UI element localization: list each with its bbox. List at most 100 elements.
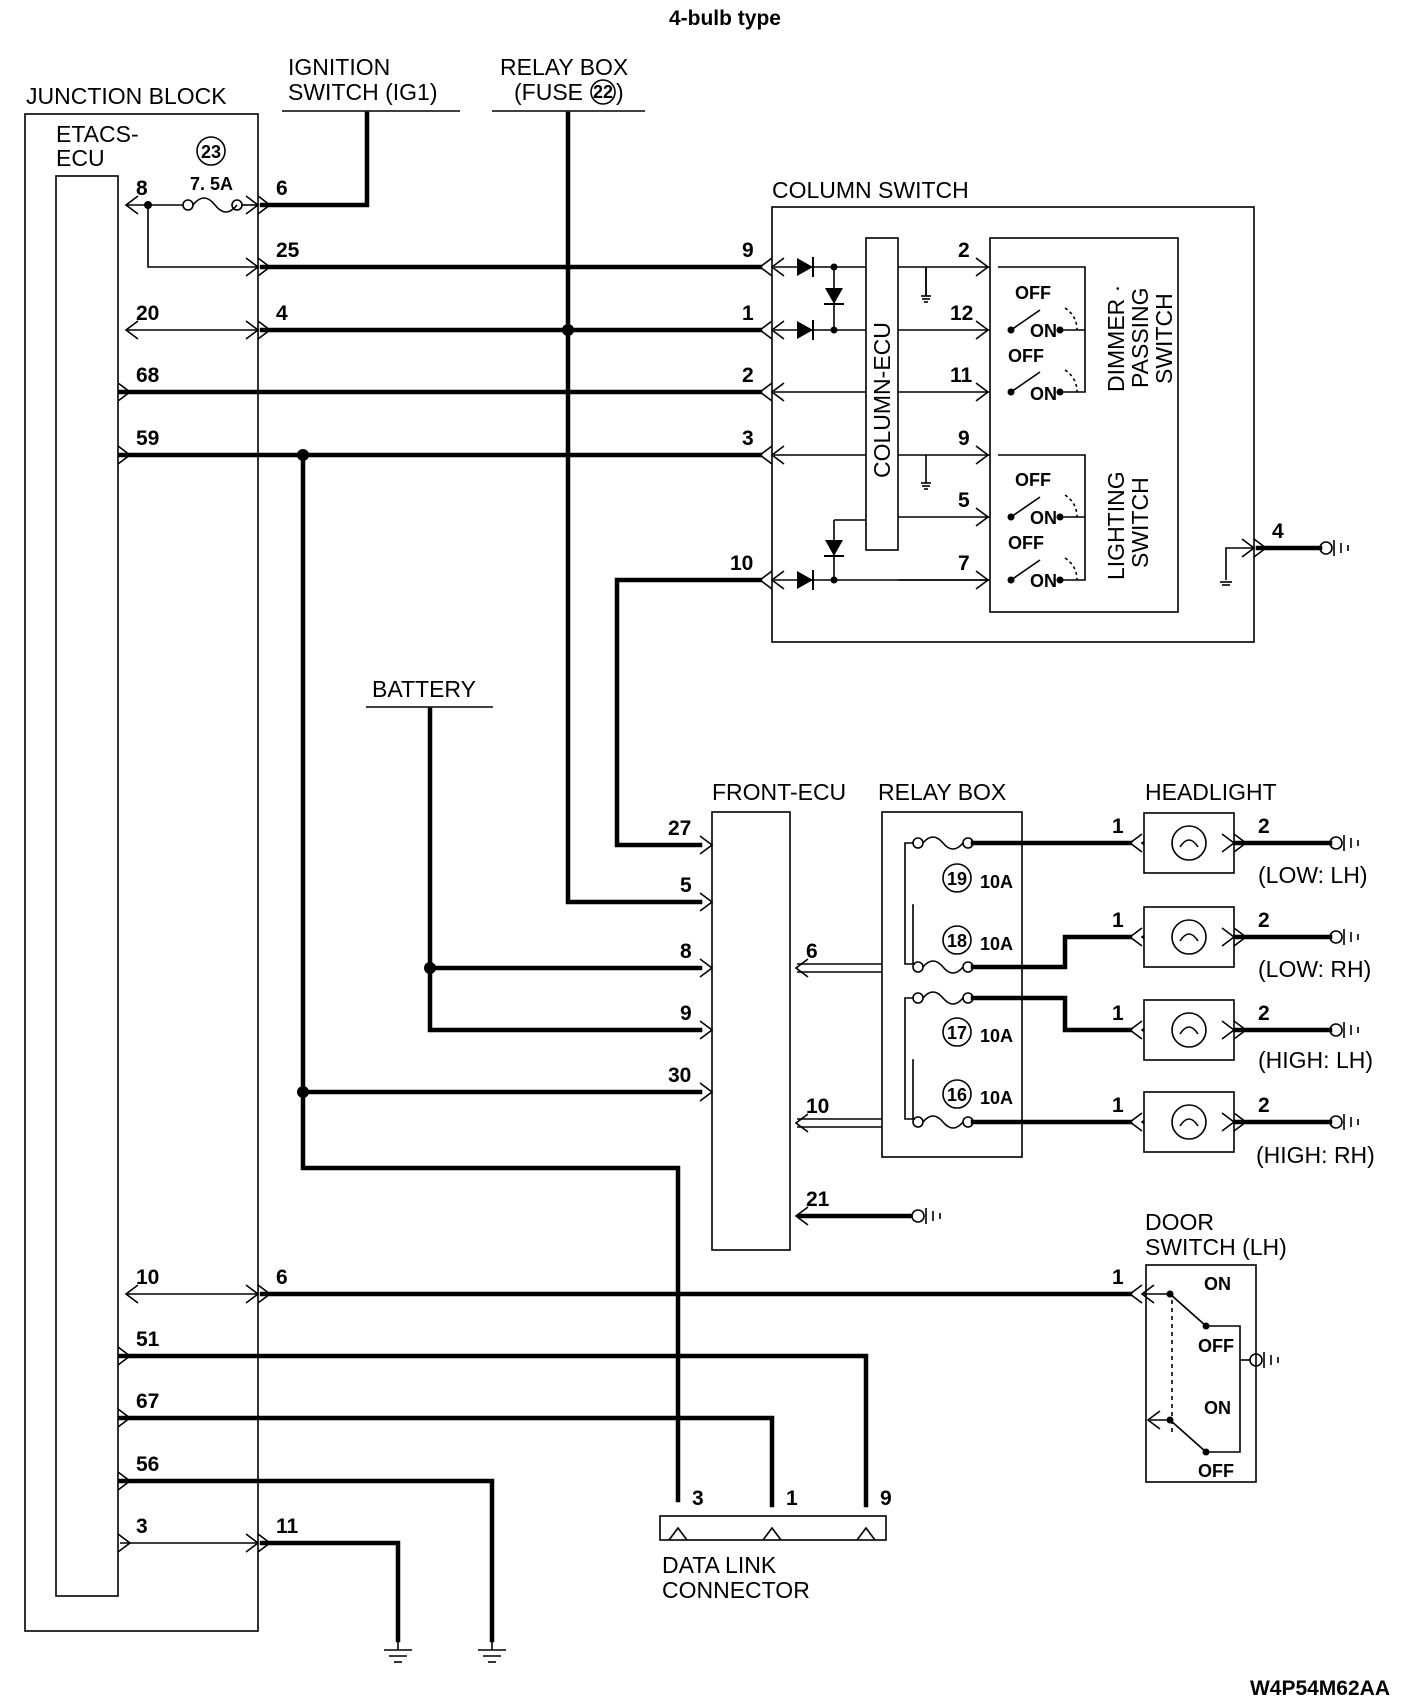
pin-ecu-67: 67 <box>136 1390 159 1413</box>
door-off-2: OFF <box>1198 1461 1234 1481</box>
hl-low-rh-label: (LOW: RH) <box>1258 956 1371 982</box>
hl-low-rh-pin-2: 2 <box>1258 909 1270 932</box>
lighting-label-2: SWITCH <box>1127 477 1153 568</box>
fuse-18-number: 18 <box>947 931 967 951</box>
etacs-ecu-label: ETACS- <box>56 121 139 147</box>
dlc-label-2: CONNECTOR <box>662 1577 810 1603</box>
pin-fe-27: 27 <box>668 817 691 840</box>
pin-cs-1: 1 <box>742 302 754 325</box>
fuse-23-rating: 7. 5A <box>190 174 233 194</box>
hl-high-lh-pin-2: 2 <box>1258 1002 1270 1025</box>
pin-fe-8: 8 <box>680 940 692 963</box>
pin-fe-6: 6 <box>806 940 818 963</box>
pin-cs-10: 10 <box>730 552 753 575</box>
dimmer-on-1: ON <box>1030 321 1057 341</box>
dimmer-label-2: PASSING <box>1127 287 1153 388</box>
lighting-label-1: LIGHTING <box>1103 471 1129 580</box>
relaybox-top-label-1: RELAY BOX <box>500 54 628 80</box>
fuse-16-rating: 10A <box>980 1088 1013 1108</box>
junction-block-label: JUNCTION BLOCK <box>26 83 227 109</box>
headlights: HEADLIGHT 1 2 (LOW: LH) 1 2 (LOW: RH) <box>1112 779 1375 1168</box>
lighting-off-1: OFF <box>1015 470 1051 490</box>
hl-low-rh-pin-1: 1 <box>1112 909 1124 932</box>
relaybox-top-label-2: (FUSE <box>514 79 583 105</box>
ignition-switch-source: IGNITION SWITCH (IG1) <box>259 54 460 208</box>
column-switch-label: COLUMN SWITCH <box>772 177 969 203</box>
hl-high-rh-pin-1: 1 <box>1112 1094 1124 1117</box>
door-label-1: DOOR <box>1145 1209 1214 1235</box>
column-ecu-label: COLUMN-ECU <box>869 322 895 478</box>
hl-high-rh-label: (HIGH: RH) <box>1256 1142 1375 1168</box>
hl-low-lh-pin-2: 2 <box>1258 815 1270 838</box>
relay-box-fuse22-source: RELAY BOX (FUSE 22 ) <box>492 54 703 905</box>
pin-cs-9: 9 <box>742 239 754 262</box>
door-off-1: OFF <box>1198 1336 1234 1356</box>
etacs-wires: 8 6 25 20 4 68 59 <box>117 177 1133 1663</box>
pin-fe-21: 21 <box>806 1188 830 1211</box>
pin-sw-2: 2 <box>958 239 970 262</box>
pin-cs-4: 4 <box>1272 520 1284 543</box>
pin-sw-7: 7 <box>958 552 970 575</box>
pin-ecu-10: 10 <box>136 1266 159 1289</box>
relay-box: RELAY BOX 19 10A 18 10A 17 10A 1 <box>878 779 1133 1158</box>
pin-ecu-59: 59 <box>136 427 159 450</box>
dimmer-on-2: ON <box>1030 384 1057 404</box>
lighting-on-2: ON <box>1030 571 1057 591</box>
fuse-19-rating: 10A <box>980 872 1013 892</box>
dlc-label-1: DATA LINK <box>662 1552 777 1578</box>
hl-high-rh-pin-2: 2 <box>1258 1094 1270 1117</box>
door-pin-1: 1 <box>1112 1266 1124 1289</box>
pin-fe-10: 10 <box>806 1095 829 1118</box>
headlight-high-rh: 1 2 (HIGH: RH) <box>1112 1091 1375 1168</box>
figure-id: W4P54M62AA <box>1250 1677 1390 1700</box>
lighting-off-2: OFF <box>1008 533 1044 553</box>
hl-high-lh-label: (HIGH: LH) <box>1258 1047 1373 1073</box>
column-ecu-box <box>865 237 899 551</box>
data-link-connector: 3 1 9 DATA LINK CONNECTOR <box>659 1487 892 1603</box>
fuse-18: 18 10A <box>912 925 1013 974</box>
battery-source: BATTERY <box>366 676 703 1033</box>
fuse-16: 16 10A <box>912 1079 1013 1129</box>
pin-fe-5: 5 <box>680 874 692 897</box>
fuse-17: 17 10A <box>912 991 1013 1047</box>
dlc-pin-3: 3 <box>692 1487 704 1510</box>
fuse-18-rating: 10A <box>980 934 1013 954</box>
pin-ecu-56: 56 <box>136 1453 159 1476</box>
etacs-ecu-label-2: ECU <box>56 145 105 171</box>
dimmer-off-2: OFF <box>1008 346 1044 366</box>
hl-high-lh-pin-1: 1 <box>1112 1002 1124 1025</box>
pin-jb-4: 4 <box>276 302 288 325</box>
lighting-on-1: ON <box>1030 508 1057 528</box>
dimmer-label-1: DIMMER · <box>1103 285 1129 392</box>
pin-fe-30: 30 <box>668 1064 691 1087</box>
pin-sw-12: 12 <box>950 302 973 325</box>
pin-fe-9: 9 <box>680 1002 692 1025</box>
relay-box-label: RELAY BOX <box>878 779 1006 805</box>
door-on-1: ON <box>1204 1274 1231 1294</box>
ignition-label-1: IGNITION <box>288 54 390 80</box>
hl-low-lh-label: (LOW: LH) <box>1258 862 1367 888</box>
headlight-low-lh: 1 2 (LOW: LH) <box>1112 812 1367 888</box>
fuse-17-rating: 10A <box>980 1026 1013 1046</box>
pin-ecu-3: 3 <box>136 1515 148 1538</box>
door-label-2: SWITCH (LH) <box>1145 1234 1287 1260</box>
dimmer-off-1: OFF <box>1015 283 1051 303</box>
pin-ecu-68: 68 <box>136 364 160 387</box>
headlight-low-rh: 1 2 (LOW: RH) <box>1112 906 1371 982</box>
dlc-pin-1: 1 <box>786 1487 798 1510</box>
headlight-label: HEADLIGHT <box>1145 779 1277 805</box>
pin-jb-11: 11 <box>276 1515 299 1538</box>
pin-sw-9: 9 <box>958 427 970 450</box>
pin-ecu-20: 20 <box>136 302 159 325</box>
pin-jb-25: 25 <box>276 239 300 262</box>
fuse-19-number: 19 <box>947 869 967 889</box>
pin-jb-6b: 6 <box>276 1266 288 1289</box>
dimmer-passing-switch: OFF ON OFF ON DIMMER · PASSING SWITCH <box>998 266 1177 404</box>
column-switch: COLUMN SWITCH 9 1 2 3 10 COLUMN-ECU <box>614 177 1349 848</box>
diagram-title: 4-bulb type <box>669 7 781 30</box>
front-ecu-label: FRONT-ECU <box>712 779 846 805</box>
lighting-switch: OFF ON OFF ON LIGHTING SWITCH <box>998 454 1153 591</box>
relaybox-top-close: ) <box>616 79 624 105</box>
etacs-ecu-box <box>55 175 119 1597</box>
fuse-22-number: 22 <box>593 82 613 102</box>
